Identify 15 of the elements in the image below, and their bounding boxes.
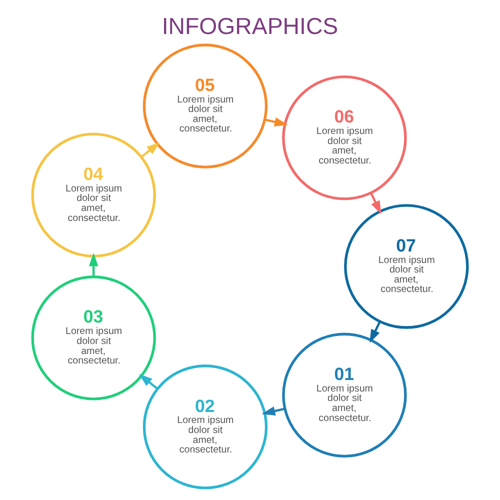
- arrow: [140, 142, 160, 158]
- node-circle: 05 Lorem ipsum dolor sit amet, consectetur.: [142, 44, 268, 168]
- arrow: [88, 252, 98, 276]
- diagram-title: INFOGRAPHICS: [162, 13, 338, 40]
- arrow: [262, 406, 285, 416]
- arrow: [138, 374, 158, 390]
- arrow: [264, 117, 288, 127]
- node-circle: 06 Lorem ipsum dolor sit amet, consectetur.: [282, 75, 407, 200]
- node-circle: 01 Lorem ipsum dolor sit amet, consectetur.: [282, 332, 407, 458]
- node-circle: 04 Lorem ipsum dolor sit amet, consectetur.: [31, 132, 156, 258]
- node-circle: 03 Lorem ipsum dolor sit amet, consectetur.: [31, 276, 156, 400]
- node-circle: 02 Lorem ipsum dolor sit amet, consectetur.: [142, 364, 268, 490]
- node-circle: 07 Lorem ipsum dolor sit amet, consectetur.: [344, 204, 469, 329]
- arrow: [370, 321, 381, 343]
- arrow: [370, 192, 382, 214]
